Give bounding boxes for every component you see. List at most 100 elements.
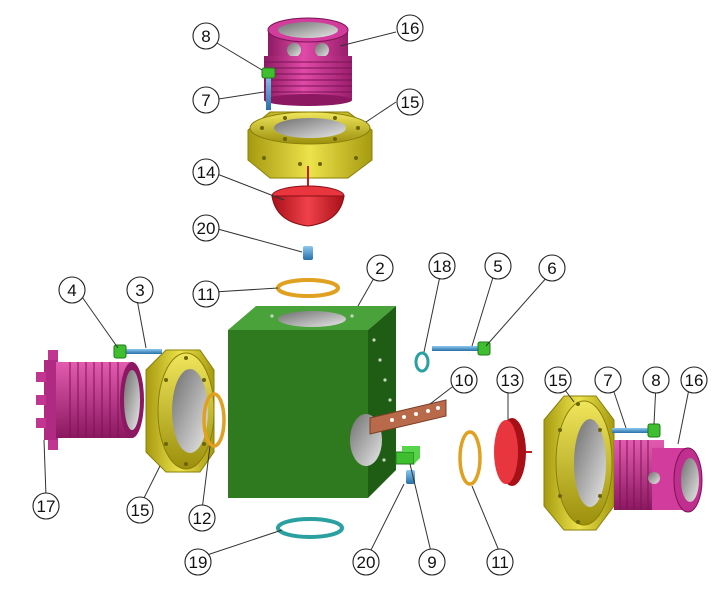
part-11-right-ring [458, 430, 482, 486]
callout-number: 8 [201, 27, 210, 46]
part-5-6-right-bolt [432, 341, 491, 356]
callout-circle [192, 22, 220, 50]
callout-number: 4 [67, 281, 76, 300]
callout-circle [396, 14, 424, 42]
callout-c6: 6 [538, 254, 566, 282]
callout-number: 15 [401, 93, 420, 112]
callout-number: 7 [603, 371, 612, 390]
part-7-8-top-bolt [261, 67, 276, 110]
callout-c7b: 7 [594, 366, 622, 394]
part-15-right-flange [543, 395, 615, 531]
callout-c9: 9 [418, 548, 446, 576]
callout-circle [450, 366, 478, 394]
callout-circle [192, 158, 220, 186]
callout-number: 7 [201, 91, 210, 110]
part-14-red-disc [271, 166, 345, 227]
part-7-8-right-bolt [612, 423, 661, 438]
callout-c20a: 20 [192, 214, 220, 242]
callout-number: 14 [197, 163, 216, 182]
callout-c8a: 8 [192, 22, 220, 50]
callout-labels: 16 8 7 15 14 20 11 2 18 5 6 4 3 10 13 15 7 8 16 17 15 12 19 20 9… [32, 14, 708, 576]
callout-c11b: 11 [486, 548, 514, 576]
part-12-left-ring [202, 392, 226, 448]
callout-circle [428, 252, 456, 280]
part-10-copper-plate [369, 399, 447, 435]
callout-c13: 13 [496, 366, 524, 394]
leader-lines [43, 31, 691, 559]
callout-circle [594, 366, 622, 394]
callout-number: 6 [547, 259, 556, 278]
callout-circle [496, 366, 524, 394]
callout-circle [192, 214, 220, 242]
callout-number: 2 [375, 259, 384, 278]
callout-circle [486, 548, 514, 576]
part-15-top-flange [247, 111, 373, 179]
part-2-valve-body [228, 306, 396, 498]
callout-c8b: 8 [642, 366, 670, 394]
callout-c11a: 11 [192, 280, 220, 308]
callout-circle [192, 86, 220, 114]
callout-number: 17 [37, 497, 56, 516]
callout-circle [484, 252, 512, 280]
part-20-bottom-pin [406, 470, 415, 484]
callout-circle [192, 280, 220, 308]
callout-c10: 10 [450, 366, 478, 394]
callout-circle [366, 254, 394, 282]
callout-number: 11 [197, 285, 215, 304]
callout-number: 11 [491, 553, 509, 572]
part-19-bottom-ring [276, 517, 344, 539]
callout-c12: 12 [188, 504, 216, 532]
callout-number: 16 [685, 371, 704, 390]
callout-circle [188, 504, 216, 532]
callout-number: 9 [427, 553, 436, 572]
callout-number: 18 [433, 257, 452, 276]
part-11-top-ring [276, 278, 340, 298]
callout-circle [58, 276, 86, 304]
part-3-4-left-bolt [113, 344, 162, 359]
callout-c4: 4 [58, 276, 86, 304]
part-16-top-connector [264, 17, 352, 106]
part-15-left-flange [145, 349, 215, 473]
callout-circle [32, 492, 60, 520]
callout-circle [184, 548, 212, 576]
callout-c16b: 16 [680, 366, 708, 394]
callout-c7a: 7 [192, 86, 220, 114]
callout-c16a: 16 [396, 14, 424, 42]
callout-number: 19 [189, 553, 208, 572]
part-18-small-ring [414, 351, 430, 373]
callout-circle [538, 254, 566, 282]
callout-number: 13 [501, 371, 520, 390]
callout-circle [126, 496, 154, 524]
callout-number: 12 [193, 509, 212, 528]
callout-number: 3 [135, 281, 144, 300]
callout-c2: 2 [366, 254, 394, 282]
part-17-left-connector [36, 350, 144, 450]
callout-circle [126, 276, 154, 304]
part-13-red-disc [494, 418, 532, 486]
callout-number: 20 [357, 553, 376, 572]
callout-c19: 19 [184, 548, 212, 576]
callout-c3: 3 [126, 276, 154, 304]
callout-c20b: 20 [352, 548, 380, 576]
part-20-top-pin [303, 246, 313, 260]
callout-c18: 18 [428, 252, 456, 280]
callout-c15a: 15 [396, 88, 424, 116]
callout-circle [544, 366, 572, 394]
callout-number: 10 [455, 371, 474, 390]
callout-circle [352, 548, 380, 576]
callout-circle [418, 548, 446, 576]
callout-c17: 17 [32, 492, 60, 520]
callout-number: 5 [493, 257, 502, 276]
part-16-right-connector [614, 440, 703, 513]
callout-number: 15 [549, 371, 568, 390]
callout-circle [642, 366, 670, 394]
callout-number: 16 [401, 19, 420, 38]
callout-c14: 14 [192, 158, 220, 186]
callout-circle [680, 366, 708, 394]
callout-number: 20 [197, 219, 216, 238]
callout-circle [396, 88, 424, 116]
callout-number: 15 [131, 501, 150, 520]
callout-c15c: 15 [126, 496, 154, 524]
part-9-green-clip [395, 446, 420, 465]
